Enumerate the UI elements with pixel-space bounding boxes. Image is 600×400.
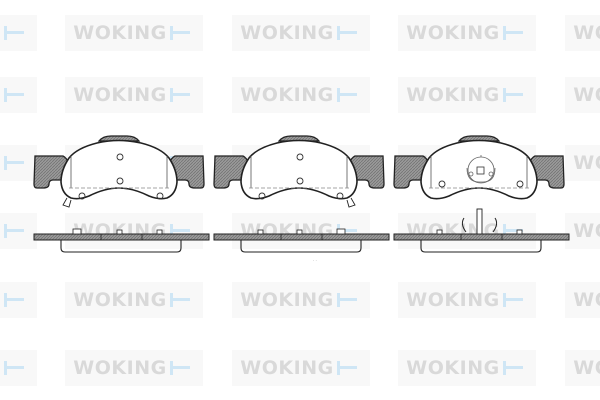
watermark-tile: WOKING [232, 15, 370, 51]
watermark-text: WOKING [73, 289, 167, 311]
watermark-tile: WOKING [565, 15, 600, 51]
watermark-tile: WOKING [65, 77, 203, 113]
brake-pad-2-side-view: · · [213, 228, 390, 263]
woking-t-mark-icon [502, 25, 524, 41]
watermark-tile: WOKING [565, 77, 600, 113]
woking-t-mark-icon [3, 87, 25, 103]
retaining-clip-icon [466, 155, 496, 184]
brake-pad-3-front-view [393, 135, 565, 200]
watermark-tile: WOKING [0, 213, 37, 249]
watermark-tile: WOKING [0, 350, 37, 386]
brake-pad-1-front-view [33, 135, 205, 208]
svg-text:· ·: · · [313, 258, 317, 263]
woking-t-mark-icon [3, 360, 25, 376]
watermark-text: WOKING [73, 84, 167, 106]
watermark-tile: WOKING [398, 350, 536, 386]
watermark-text: WOKING [573, 84, 600, 106]
watermark-text: WOKING [240, 357, 334, 379]
watermark-text: WOKING [406, 22, 500, 44]
watermark-text: WOKING [0, 84, 1, 106]
watermark-tile: WOKING [565, 213, 600, 249]
watermark-text: WOKING [573, 22, 600, 44]
woking-t-mark-icon [3, 292, 25, 308]
watermark-text: WOKING [0, 220, 1, 242]
watermark-tile: WOKING [0, 282, 37, 318]
watermark-text: WOKING [73, 22, 167, 44]
watermark-tile: WOKING [0, 77, 37, 113]
watermark-text: WOKING [573, 289, 600, 311]
woking-t-mark-icon [169, 25, 191, 41]
woking-t-mark-icon [502, 223, 524, 239]
watermark-tile: WOKING [0, 15, 37, 51]
watermark-text: WOKING [573, 220, 600, 242]
brake-pad-3-side-view [393, 208, 570, 253]
watermark-tile: WOKING [232, 77, 370, 113]
watermark-tile: WOKING [565, 282, 600, 318]
woking-t-mark-icon [169, 292, 191, 308]
woking-t-mark-icon [3, 155, 25, 171]
watermark-text: WOKING [240, 84, 334, 106]
watermark-tile: WOKING [398, 77, 536, 113]
watermark-tile: WOKING [398, 282, 536, 318]
woking-t-mark-icon [336, 25, 358, 41]
woking-t-mark-icon [336, 360, 358, 376]
watermark-text: WOKING [0, 152, 1, 174]
woking-t-mark-icon [3, 25, 25, 41]
watermark-text: WOKING [406, 289, 500, 311]
watermark-tile: WOKING [232, 350, 370, 386]
pin-hole-icon [116, 153, 124, 161]
woking-t-mark-icon [169, 223, 191, 239]
woking-t-mark-icon [336, 87, 358, 103]
woking-t-mark-icon [3, 223, 25, 239]
wear-indicator-icon [62, 197, 72, 208]
woking-t-mark-icon [502, 360, 524, 376]
woking-t-mark-icon [336, 292, 358, 308]
watermark-tile: WOKING [565, 145, 600, 181]
woking-t-mark-icon [502, 87, 524, 103]
watermark-text: WOKING [240, 22, 334, 44]
watermark-text: WOKING [240, 289, 334, 311]
woking-t-mark-icon [169, 360, 191, 376]
watermark-text: WOKING [406, 357, 500, 379]
watermark-tile: WOKING [65, 350, 203, 386]
brake-pad-2-front-view [213, 135, 385, 208]
wear-indicator-icon [346, 197, 356, 208]
woking-t-mark-icon [169, 87, 191, 103]
watermark-text: WOKING [0, 22, 1, 44]
watermark-text: WOKING [0, 289, 1, 311]
watermark-text: WOKING [0, 357, 1, 379]
watermark-tile: WOKING [398, 15, 536, 51]
watermark-tile: WOKING [65, 282, 203, 318]
watermark-tile: WOKING [65, 15, 203, 51]
watermark-text: WOKING [73, 357, 167, 379]
watermark-text: WOKING [573, 152, 600, 174]
watermark-text: WOKING [573, 357, 600, 379]
watermark-tile: WOKING [565, 350, 600, 386]
watermark-tile: WOKING [0, 145, 37, 181]
brake-pad-1-side-view [33, 228, 210, 253]
woking-t-mark-icon [502, 292, 524, 308]
watermark-tile: WOKING [232, 282, 370, 318]
pin-hole-icon [116, 177, 124, 185]
watermark-text: WOKING [406, 84, 500, 106]
